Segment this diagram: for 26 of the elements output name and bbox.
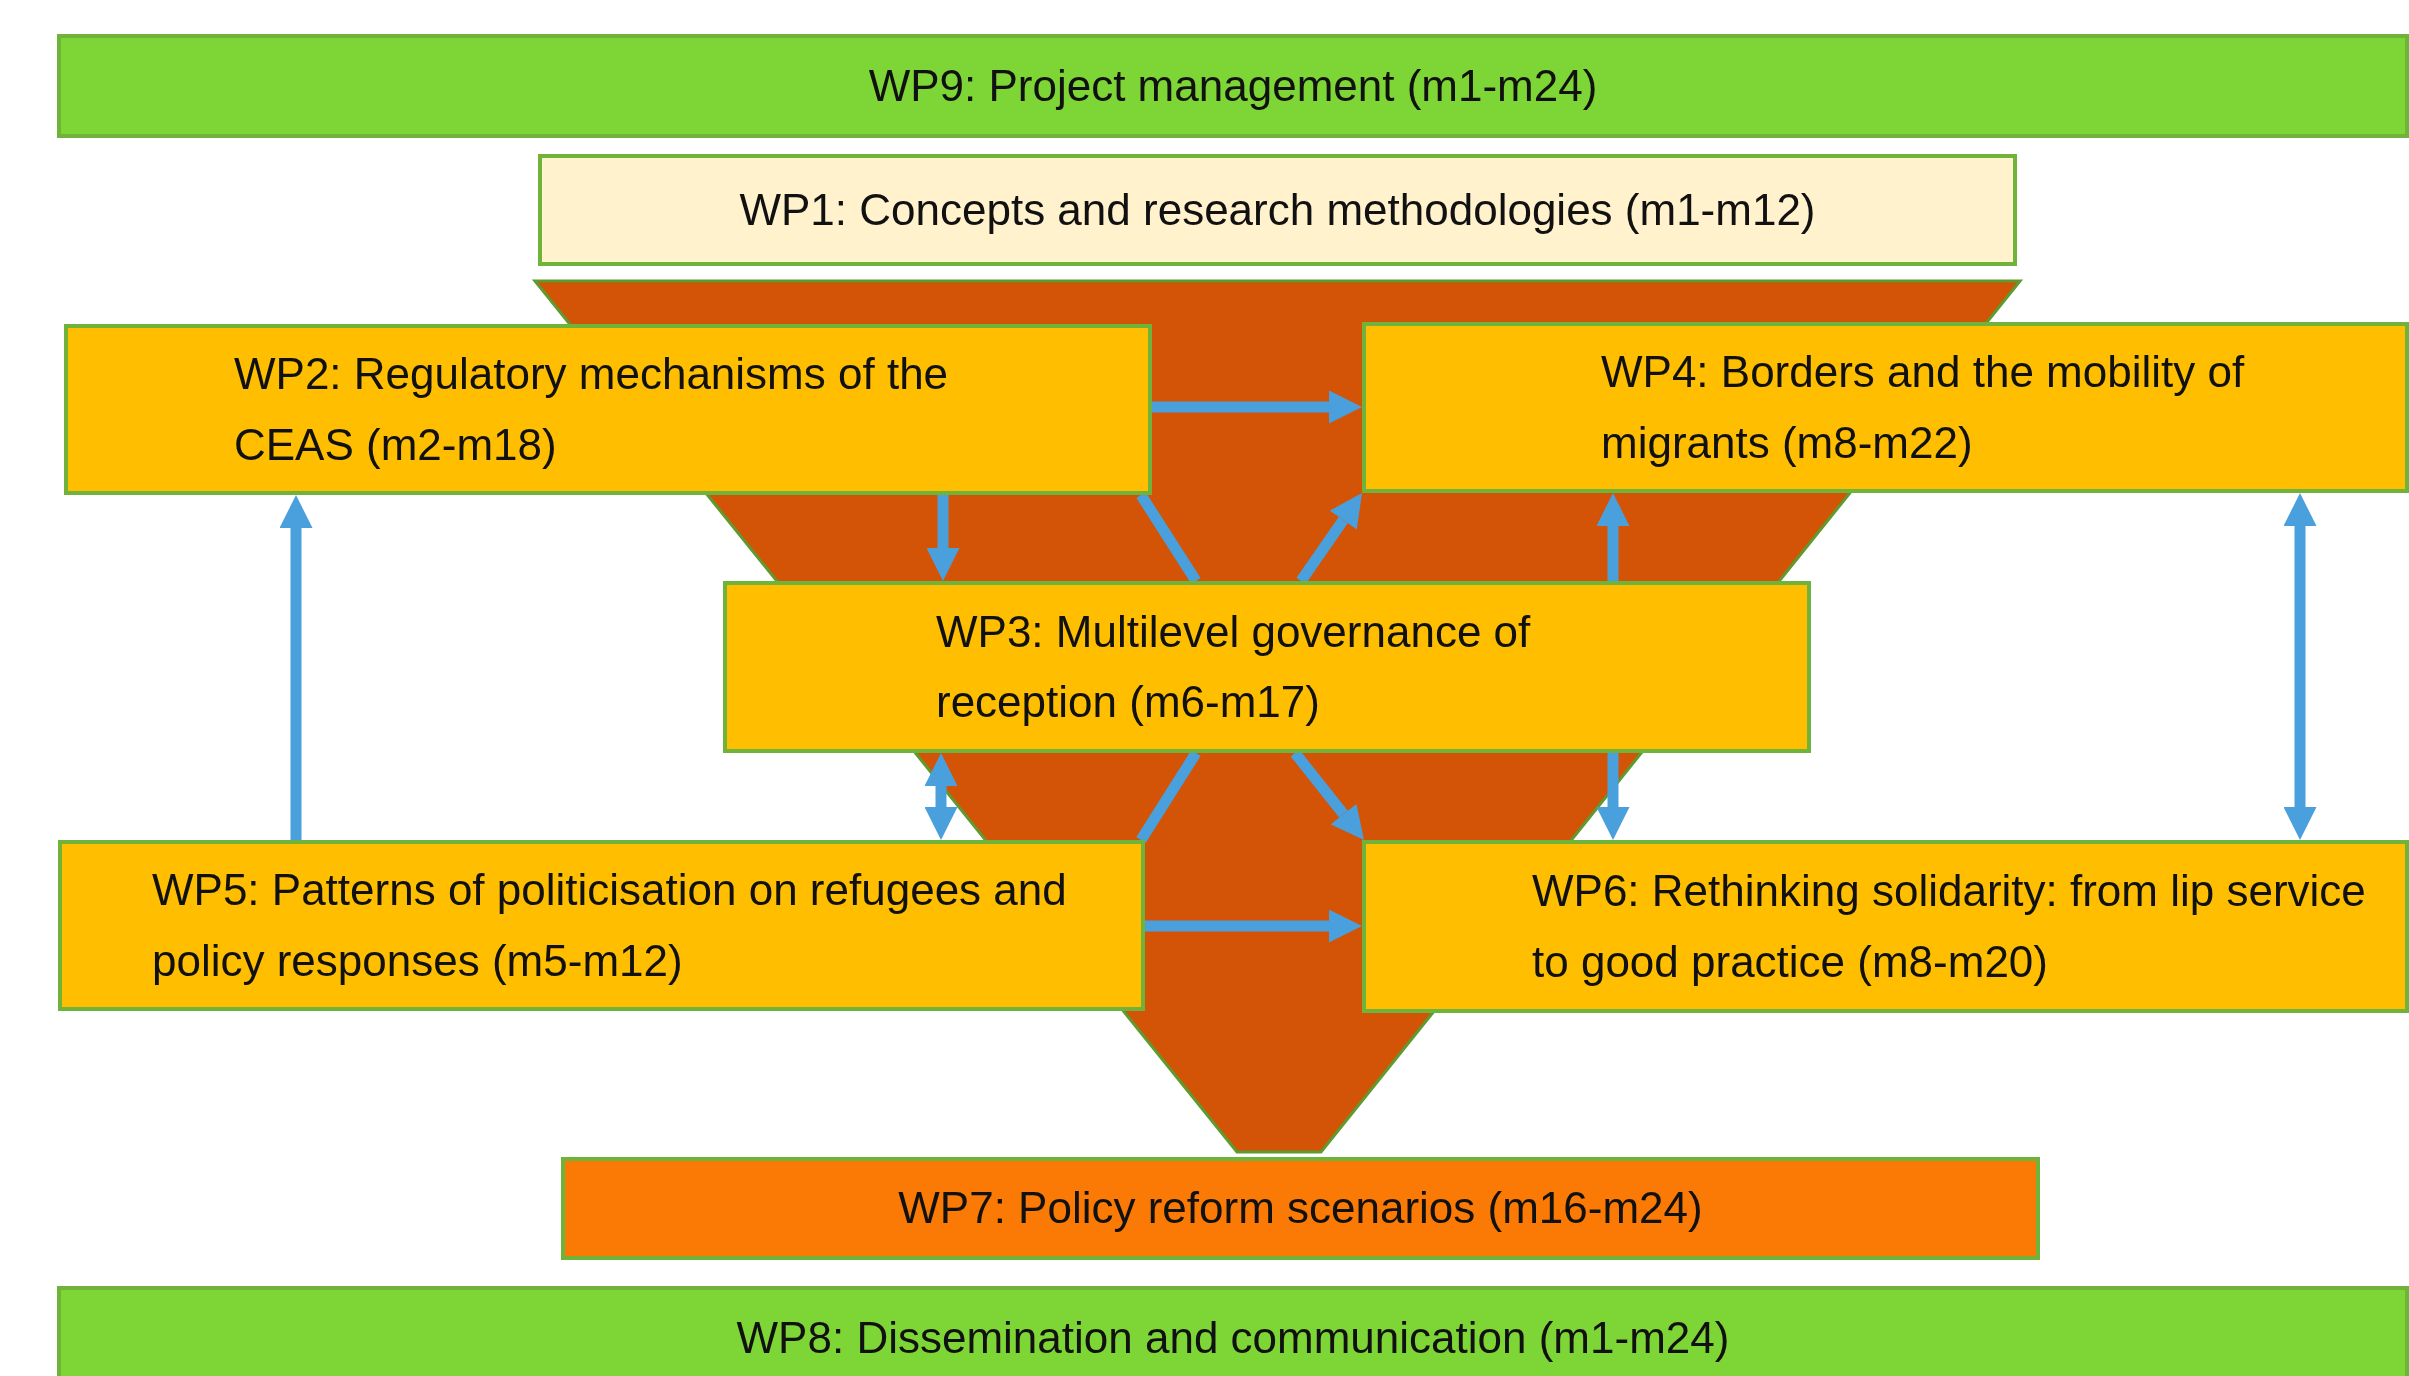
work-package-box [561, 1157, 2040, 1260]
arrow [279, 495, 313, 840]
arrow [1145, 909, 1362, 943]
work-package-box [1362, 322, 2409, 493]
arrow [1596, 753, 1630, 840]
work-package-label: WP6: Rethinking solidarity: from lip service to good practice (m8-m20) [1532, 865, 2367, 988]
work-package-label: WP1: Concepts and research methodologies (m1-m12) [739, 183, 1816, 236]
arrow [1152, 390, 1362, 424]
work-package-label: WP9: Project management (m1-m24) [868, 59, 1598, 112]
work-package-box [538, 154, 2017, 266]
work-package-label: WP7: Policy reform scenarios (m16-m24) [898, 1182, 1703, 1235]
arrow [2283, 493, 2317, 840]
work-package-label: WP2: Regulatory mechanisms of the CEAS (m2-m18) [234, 348, 950, 471]
work-package-box [57, 1286, 2409, 1376]
work-package-box [58, 840, 1145, 1011]
work-package-label: WP3: Multilevel governance of reception (m6-m17) [936, 605, 1532, 728]
arrow [926, 495, 960, 581]
arrow [924, 753, 958, 840]
work-package-label: WP5: Patterns of politicisation on refugees and policy responses (m5-m12) [152, 864, 1068, 987]
work-package-box [64, 324, 1152, 495]
work-package-label: WP8: Dissemination and communication (m1-m24) [736, 1311, 1730, 1364]
work-package-box [723, 581, 1811, 753]
work-package-box [1362, 840, 2409, 1013]
arrow [1596, 493, 1630, 581]
work-package-box [57, 34, 2409, 138]
work-package-label: WP4: Borders and the mobility of migrants (m8-m22) [1601, 346, 2246, 469]
